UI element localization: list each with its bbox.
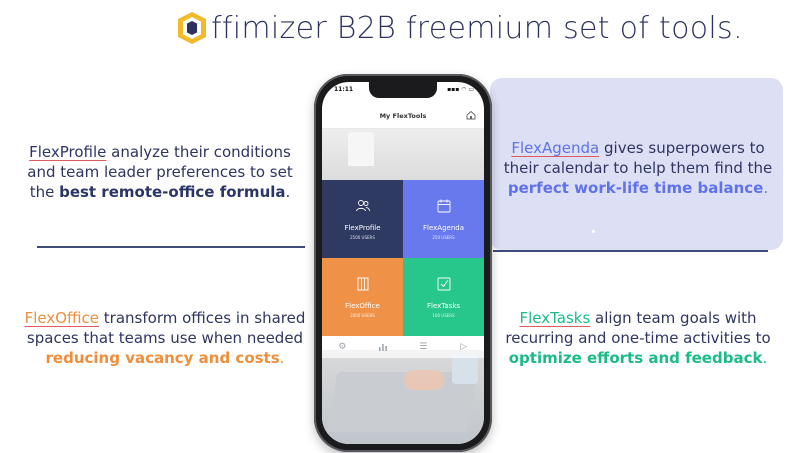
left-divider (37, 246, 305, 248)
tile-flexagenda[interactable]: FlexAgenda 250 USERS (403, 180, 484, 258)
list-icon[interactable]: ☰ (419, 342, 428, 352)
tools-grid: FlexProfile 2500 USERS FlexAgenda 250 US… (322, 180, 484, 336)
flexagenda-highlight: perfect work-life time balance (507, 179, 764, 197)
users-icon (355, 200, 370, 212)
flexprofile-name: FlexProfile (29, 143, 107, 161)
tile-flexoffice[interactable]: FlexOffice 2000 USERS (322, 258, 403, 336)
app-title: My FlexTools (322, 104, 484, 129)
flexprofile-text: analyze their conditions and team leader… (27, 143, 293, 201)
tile-name: FlexProfile (344, 224, 381, 232)
check-square-icon (437, 277, 450, 291)
right-divider (493, 250, 768, 252)
flexagenda-name: FlexAgenda (511, 139, 600, 157)
flexoffice-description: FlexOffice transform offices in shared s… (15, 308, 315, 368)
flexoffice-text: transform offices in shared spaces that … (26, 309, 306, 347)
flexoffice-end: . (279, 349, 285, 367)
home-icon[interactable] (466, 110, 476, 120)
hand-shape (404, 370, 444, 390)
phone-mockup: 11:11 ▪▪▪ ◠ ▭ My FlexTools FlexProfile 2… (314, 74, 492, 452)
play-icon[interactable]: ▷ (460, 342, 468, 352)
tile-name: FlexTasks (426, 302, 461, 310)
tile-flexprofile[interactable]: FlexProfile 2500 USERS (322, 180, 403, 258)
tile-flextasks[interactable]: FlexTasks 100 USERS (403, 258, 484, 336)
tile-name: FlexOffice (345, 302, 380, 310)
panel-dot (592, 230, 595, 233)
flexagenda-end: . (763, 179, 769, 197)
phone-notch (369, 82, 437, 98)
bottom-tabbar: ⚙ ☰ ▷ (322, 336, 484, 358)
flextasks-name: FlexTasks (519, 309, 591, 327)
page-title: ffimizer B2B freemium set of tools. (211, 10, 743, 46)
agenda-highlight-panel (490, 78, 783, 250)
tile-users: 2500 USERS (350, 235, 375, 240)
phone-screen: 11:11 ▪▪▪ ◠ ▭ My FlexTools FlexProfile 2… (322, 82, 484, 444)
calendar-icon (437, 199, 450, 213)
status-icons: ▪▪▪ ◠ ▭ (447, 86, 474, 93)
tile-users: 2000 USERS (350, 313, 375, 318)
tile-users: 100 USERS (432, 313, 455, 318)
flextasks-end: . (762, 349, 768, 367)
flexprofile-description: FlexProfile analyze their conditions and… (15, 142, 305, 202)
background-photo-top (322, 128, 484, 180)
offimizer-logo-icon (178, 12, 206, 44)
mug-shape (452, 354, 478, 384)
gear-icon[interactable]: ⚙ (338, 342, 347, 352)
flexagenda-text: gives superpowers to their calendar to h… (503, 139, 773, 177)
status-time: 11:11 (334, 86, 354, 93)
page-header: ffimizer B2B freemium set of tools. (175, 8, 743, 48)
tile-users: 250 USERS (432, 235, 455, 240)
flexoffice-highlight: reducing vacancy and costs (45, 349, 280, 367)
flextasks-text: align team goals with recurring and one-… (505, 309, 771, 347)
flexprofile-end: . (285, 183, 291, 201)
tile-name: FlexAgenda (422, 224, 464, 232)
flextasks-highlight: optimize efforts and feedback (508, 349, 763, 367)
bar-chart-icon[interactable] (378, 342, 388, 352)
flexprofile-highlight: best remote-office formula (59, 183, 286, 201)
flexoffice-name: FlexOffice (24, 309, 100, 327)
flextasks-description: FlexTasks align team goals with recurrin… (498, 308, 778, 368)
building-icon (357, 277, 368, 291)
lamp-shape (348, 132, 374, 166)
flexagenda-description: FlexAgenda gives superpowers to their ca… (498, 138, 778, 198)
